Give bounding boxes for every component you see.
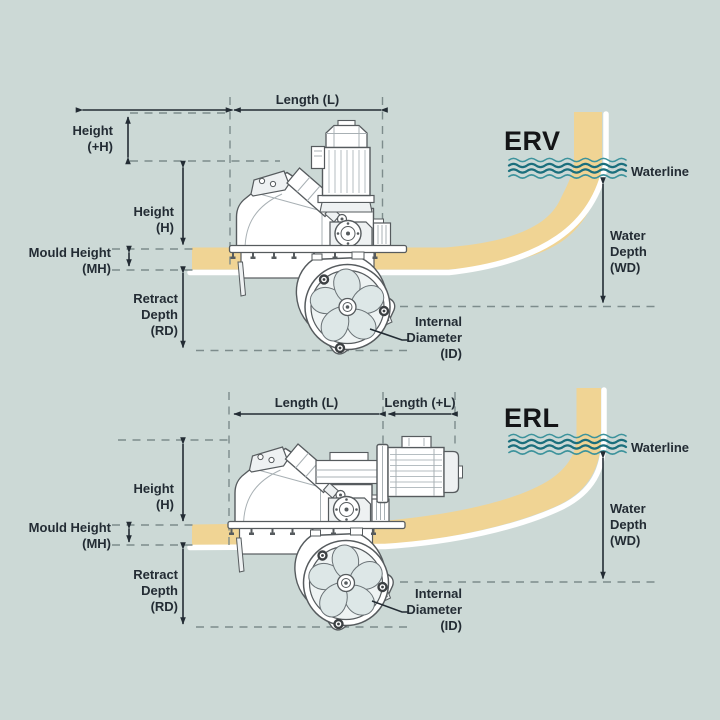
erv-length-label: Length (L) — [275, 92, 340, 107]
erv-title: ERV — [504, 126, 561, 156]
erl-id-leader-line — [371, 600, 409, 613]
erl-mould-height-label: Mould Height(MH) — [28, 520, 111, 551]
erl-diagram — [112, 387, 655, 632]
erl-waterline-label: Waterline — [631, 440, 690, 455]
erv-waterline-label: Waterline — [631, 164, 690, 179]
erl-length-plus-label: Length (+L) — [384, 395, 456, 410]
erv-height-plus-label: Height(+H) — [72, 123, 113, 154]
erl-height-label: Height(H) — [133, 481, 174, 512]
erv-dimension-arrows — [75, 107, 606, 349]
erv-id-leader-line — [369, 328, 409, 341]
erl-waterline-waves — [507, 433, 628, 455]
erv-mould-height-label: Mould Height(MH) — [28, 245, 111, 276]
erv-waterline-waves — [507, 157, 628, 179]
erv-height-label: Height(H) — [133, 204, 174, 235]
erv-diagram — [75, 97, 655, 356]
erv-vertical-motor — [310, 119, 375, 213]
erv-reference-dashes — [112, 97, 655, 352]
erl-title: ERL — [504, 403, 560, 433]
erl-reference-dashes — [112, 392, 655, 628]
erl-length-label: Length (L) — [274, 395, 339, 410]
erl-dimension-arrows — [126, 411, 606, 625]
